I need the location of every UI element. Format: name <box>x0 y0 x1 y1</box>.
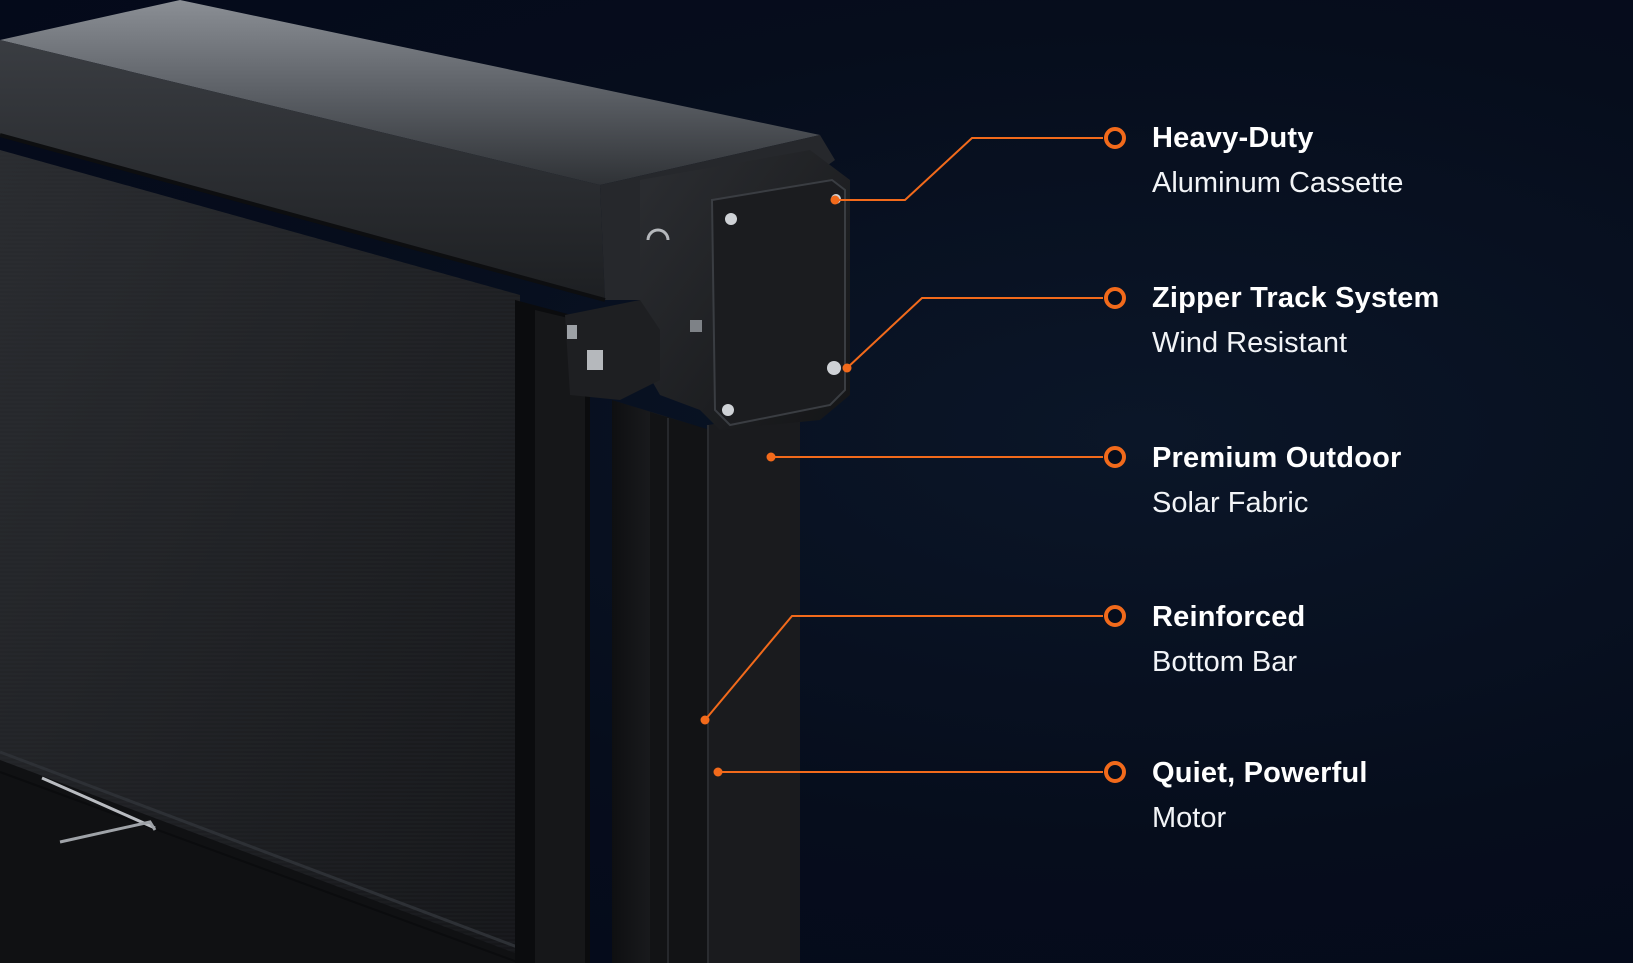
end-cap <box>565 150 850 430</box>
ring-marker-5 <box>1104 761 1126 783</box>
callout-line-1 <box>835 137 1103 201</box>
feature-subtitle: Aluminum Cassette <box>1152 167 1404 199</box>
feature-title: Quiet, Powerful <box>1152 757 1368 789</box>
side-channel-inner <box>515 300 590 963</box>
feature-zipper-track: Zipper Track System Wind Resistant <box>1152 281 1440 360</box>
ring-marker-1 <box>1104 127 1126 149</box>
callout-ring-markers <box>1104 127 1126 783</box>
feature-solar-fabric: Premium Outdoor Solar Fabric <box>1152 441 1402 520</box>
feature-title: Heavy-Duty <box>1152 122 1314 154</box>
callout-lines <box>704 137 1103 773</box>
feature-title: Premium Outdoor <box>1152 442 1402 474</box>
ring-marker-4 <box>1104 605 1126 627</box>
callout-line-2 <box>846 297 1103 369</box>
feature-subtitle: Wind Resistant <box>1152 327 1348 359</box>
feature-title: Zipper Track System <box>1152 282 1440 314</box>
screen-fabric <box>0 150 521 963</box>
callout-dot-1 <box>830 195 840 205</box>
callout-dot-2 <box>842 363 852 373</box>
feature-title: Reinforced <box>1152 601 1306 633</box>
callout-dot-5 <box>713 767 723 777</box>
ring-marker-3 <box>1104 446 1126 468</box>
callout-dot-3 <box>766 452 776 462</box>
feature-subtitle: Bottom Bar <box>1152 646 1298 678</box>
callout-dot-4 <box>700 715 710 725</box>
feature-subtitle: Motor <box>1152 802 1227 834</box>
callout-endpoints <box>700 195 852 777</box>
feature-bottom-bar: Reinforced Bottom Bar <box>1152 600 1305 679</box>
feature-subtitle: Solar Fabric <box>1152 487 1309 519</box>
feature-heavy-duty-cassette: Heavy-Duty Aluminum Cassette <box>1152 121 1403 200</box>
ring-marker-2 <box>1104 287 1126 309</box>
side-track <box>612 400 800 963</box>
callout-line-4 <box>704 615 1103 721</box>
feature-motor: Quiet, Powerful Motor <box>1152 756 1368 835</box>
